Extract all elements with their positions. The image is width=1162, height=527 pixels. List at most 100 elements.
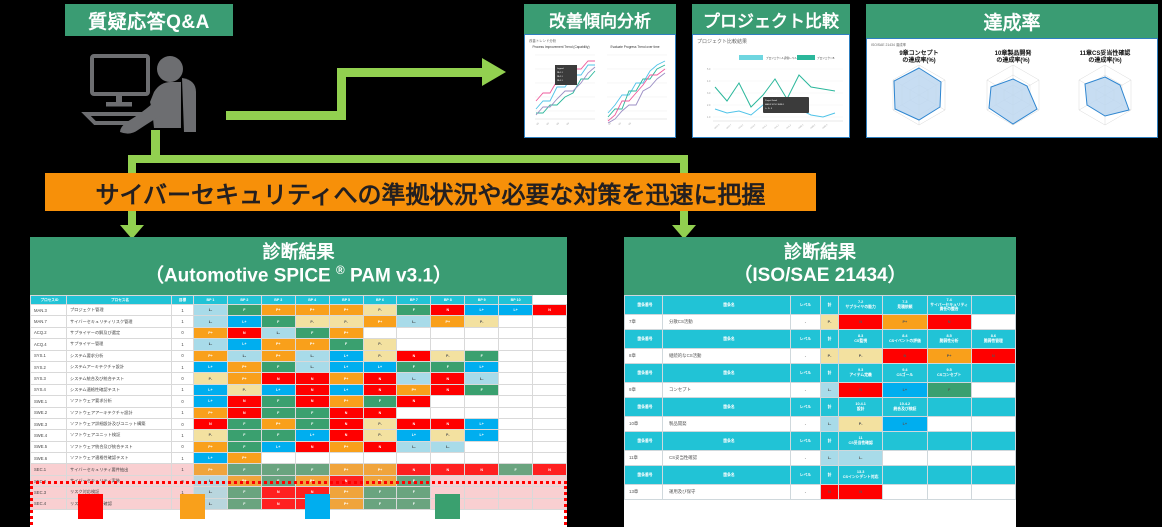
- subcol-clause-no: 箇条番号: [624, 363, 663, 383]
- connector-h2: [337, 68, 485, 77]
- result-left-header: 診断結果 （Automotive SPICE ® PAM v3.1）: [30, 237, 567, 295]
- cell-bp4: N: [294, 395, 330, 408]
- svg-text:MAN.3 SYS.2 SWE.1: MAN.3 SYS.2 SWE.1: [765, 103, 785, 106]
- cell-process-name: サプライヤーの解及び選定: [66, 326, 172, 340]
- cell-bp5: L+: [328, 383, 364, 397]
- cell-chapter: 13章: [624, 484, 663, 500]
- panel-project-comparison[interactable]: プロジェクト比較 プロジェクト比較結果 プロジェクトA 評価レベル平均 プロジェ…: [692, 4, 850, 138]
- cell-bp3: F: [260, 406, 296, 419]
- subcol-clause-name: 箇条名: [662, 329, 791, 349]
- connector-arrow-right: [482, 58, 506, 86]
- cell-bp7: P+: [396, 383, 432, 397]
- table-row[interactable]: 10章製品開発-L-P-L+: [624, 416, 1016, 432]
- cell-rating-3: N: [926, 314, 972, 330]
- cell-chapter-name: 製品開発: [662, 416, 791, 432]
- svg-text:Q1: Q1: [536, 122, 540, 126]
- cell-bp6: P+: [362, 463, 398, 476]
- result-panel-aspice[interactable]: 診断結果 （Automotive SPICE ® PAM v3.1） プロセスI…: [30, 237, 567, 527]
- cell-bp7: N: [396, 417, 432, 431]
- cell-bp3: F: [260, 315, 296, 328]
- cell-bp4: L-: [294, 349, 330, 362]
- subcol-work-product-3: [926, 431, 972, 451]
- subcol-work-product-2: [882, 465, 928, 485]
- cell-rating-2: [882, 484, 928, 500]
- svg-text:PA 1.1: PA 1.1: [557, 71, 564, 74]
- cell-process-name: サイバーセキュリティ実装: [66, 474, 172, 488]
- cell-bp10: [498, 474, 534, 488]
- cell-level: -: [790, 382, 821, 398]
- subcol-clause-no: 箇条番号: [624, 465, 663, 485]
- cell-bp1: P+: [193, 440, 228, 454]
- cell-total-rating: P-: [820, 348, 839, 364]
- cell-target-level: 1: [171, 452, 194, 465]
- svg-text:2.0: 2.0: [707, 104, 711, 107]
- cell-target-level: 0: [171, 349, 194, 362]
- cell-bp11: [532, 372, 567, 385]
- subcol-level: レベル: [790, 431, 821, 451]
- cell-bp4: P+: [294, 474, 330, 488]
- cell-rating-2: [882, 450, 928, 466]
- cell-bp5: P+: [328, 497, 364, 511]
- cell-target-level: 1: [171, 406, 194, 419]
- cell-bp1: L+: [193, 383, 228, 397]
- cell-bp7: F: [396, 474, 432, 488]
- radar-2-title-l2: の達成率(%): [996, 56, 1029, 64]
- cell-rating-3: P+: [926, 348, 972, 364]
- cell-bp3: N: [260, 497, 296, 511]
- panel-trend-analysis[interactable]: 改善傾向分析 改善トレンド分析 Process Improvement Tren…: [524, 4, 676, 138]
- subcol-total: 計: [820, 363, 839, 383]
- cell-process-id: SEC.4: [30, 497, 67, 511]
- cell-rating-4: N: [970, 348, 1016, 364]
- cell-target-level: 1: [171, 360, 194, 374]
- legend-swatch-p: [180, 494, 205, 519]
- panel-achievement-rate[interactable]: 達成率 ISO/SAE 21434 達成率 9章コンセ: [866, 4, 1158, 138]
- cell-bp5: L+: [328, 349, 364, 362]
- cell-bp11: [532, 326, 567, 340]
- aspice-assessment-table[interactable]: プロセスID プロセス名 目標 BP 1 BP 2 BP 3 BP 4 BP 5…: [30, 295, 567, 511]
- cell-rating-2: P+: [882, 314, 928, 330]
- cell-rating-4: [970, 450, 1016, 466]
- cell-bp2: L-: [226, 349, 262, 362]
- cell-process-id: ACQ.2: [30, 326, 67, 340]
- col-bp8: BP 8: [430, 295, 466, 305]
- cell-bp7: [396, 338, 432, 351]
- cell-bp9: [464, 486, 500, 499]
- radar-1-title-l1: 9章コンセプト: [899, 49, 938, 57]
- cell-rating-3: [926, 450, 972, 466]
- cell-bp6: P+: [362, 315, 398, 328]
- cell-bp3: [260, 452, 296, 465]
- connector-h1: [226, 111, 346, 120]
- cell-bp10: [498, 429, 534, 442]
- col-target: 目標: [171, 295, 194, 305]
